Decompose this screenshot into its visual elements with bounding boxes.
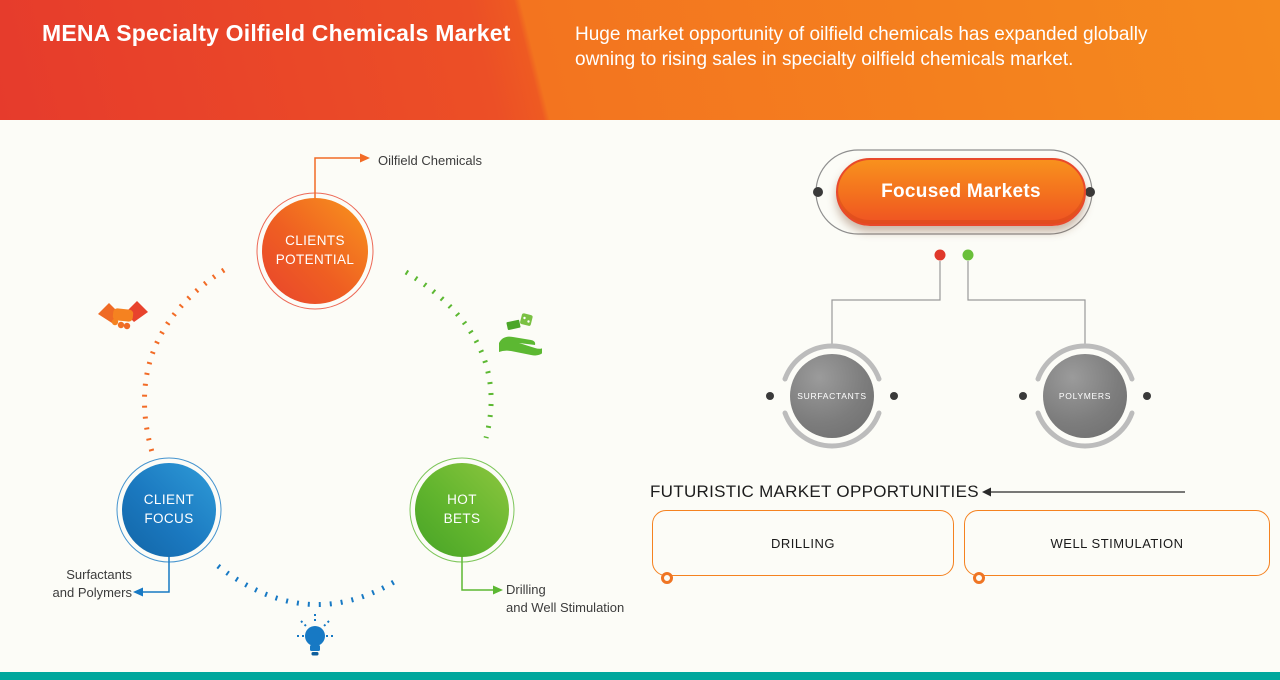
opportunity-box-drilling: DRILLING <box>652 510 954 584</box>
money-hand-icon <box>496 312 545 363</box>
corner-ring-icon <box>973 572 985 584</box>
node-label: HOT BETS <box>443 492 481 526</box>
footer-accent-bar <box>0 672 1280 680</box>
node-hot-bets: HOT BETS <box>415 463 509 557</box>
focused-markets-label: Focused Markets <box>881 181 1041 202</box>
handshake-icon <box>94 296 152 341</box>
page-title: MENA Specialty Oilfield Chemicals Market <box>42 20 511 46</box>
focused-markets-pill: Focused Markets <box>836 158 1086 226</box>
node-polymers: POLYMERS <box>1043 354 1127 438</box>
opportunity-box-well-stimulation: WELL STIMULATION <box>964 510 1270 584</box>
header-description: Huge market opportunity of oilfield chem… <box>575 24 1148 71</box>
node-label: POLYMERS <box>1058 391 1112 401</box>
node-client-focus: CLIENT FOCUS <box>122 463 216 557</box>
node-clients-potential: CLIENTS POTENTIAL <box>262 198 368 304</box>
node-label: SURFACTANTS <box>797 391 867 401</box>
callout-drilling-well-stimulation: Drilling and Well Stimulation <box>506 582 625 615</box>
opportunity-label: DRILLING <box>771 535 835 551</box>
node-surfactants: SURFACTANTS <box>790 354 874 438</box>
callout-oilfield-chemicals: Oilfield Chemicals <box>378 153 483 168</box>
futuristic-heading: FUTURISTIC MARKET OPPORTUNITIES <box>650 482 979 501</box>
corner-ring-icon <box>661 572 673 584</box>
node-label: CLIENT FOCUS <box>143 492 195 526</box>
opportunity-label: WELL STIMULATION <box>1050 535 1184 551</box>
header-banner: MENA Specialty Oilfield Chemicals Market… <box>0 0 1280 120</box>
callout-surfactants-polymers: Surfactants and Polymers <box>52 567 132 600</box>
lightbulb-icon <box>295 612 335 665</box>
node-label: CLIENTS POTENTIAL <box>275 233 355 267</box>
